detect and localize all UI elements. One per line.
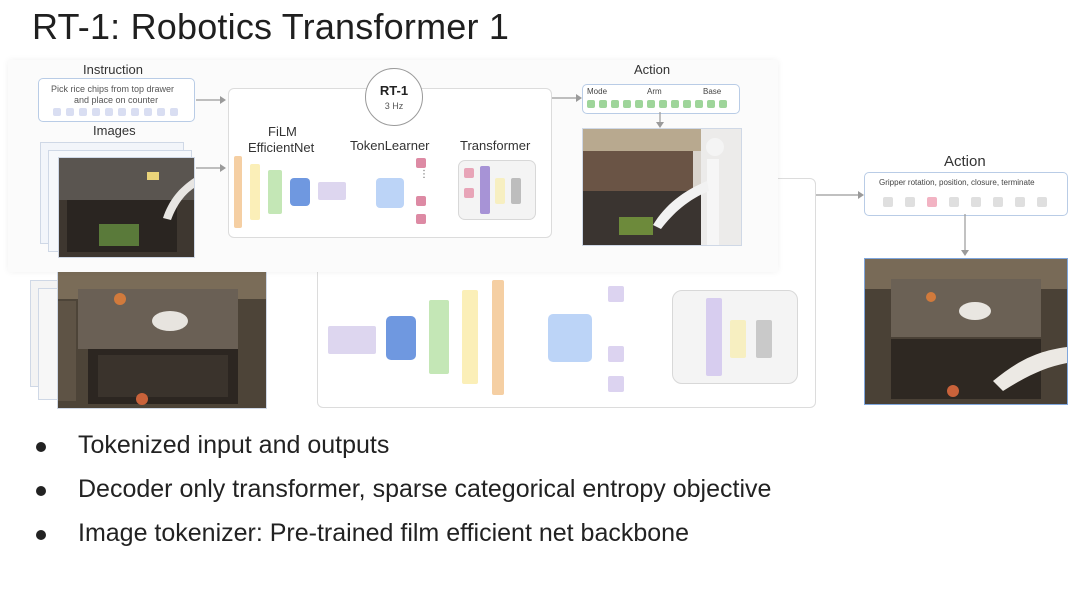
drawer-scene-image (59, 158, 194, 257)
bullet-text: Image tokenizer: Pre-trained film effici… (78, 519, 689, 547)
instruction-token-4 (92, 108, 100, 116)
slide-title: RT-1: Robotics Transformer 1 (32, 6, 510, 47)
instruction-token-6 (118, 108, 126, 116)
film-blue-block (290, 178, 310, 206)
tokenlearner-block (376, 178, 404, 208)
action-token-12 (719, 100, 727, 108)
instruction-token-9 (157, 108, 165, 116)
transformer-gray-block (511, 178, 521, 204)
kitchen-scene-image (58, 271, 266, 408)
instruction-token-2 (66, 108, 74, 116)
bullet-dot (36, 530, 46, 540)
bg-embed-block (328, 326, 376, 354)
instruction-text-line2: and place on counter (74, 95, 159, 105)
action-arm-label: Arm (647, 87, 662, 96)
film-label-line1: FiLM (268, 124, 297, 139)
action-token-6 (647, 100, 655, 108)
action-label-inset: Action (634, 62, 671, 77)
robot-scene-image-action-inset (582, 128, 742, 246)
instruction-token-1 (53, 108, 61, 116)
instruction-token-10 (170, 108, 178, 116)
rt1-badge: RT-1 3 Hz (365, 68, 423, 126)
bullet-text: Decoder only transformer, sparse categor… (78, 475, 772, 503)
instruction-label: Instruction (83, 62, 143, 77)
instruction-token-8 (144, 108, 152, 116)
rt1-rate: 3 Hz (384, 101, 404, 111)
robot-scene-image-inset (58, 157, 195, 258)
bullet-dot (36, 486, 46, 496)
bg-film-yellow-block (462, 290, 478, 384)
action-output-box-right: Gripper rotation, position, closure, ter… (864, 172, 1068, 216)
token-pink-1 (416, 158, 426, 168)
film-yellow-block (250, 164, 260, 220)
bg-transformer-purple (706, 298, 722, 376)
instruction-text-line1: Pick rice chips from top drawer (51, 84, 175, 94)
action-token-3 (611, 100, 619, 108)
bullet-dot (36, 442, 46, 452)
embedding-block (318, 182, 346, 200)
transformer-pink-1 (464, 168, 474, 178)
bg-film-blue-block (386, 316, 416, 360)
action-output-box-inset: Mode Arm Base (582, 84, 740, 114)
background-diagram: Action Gripper rotation, position, closu… (30, 153, 1068, 409)
action-label-right: Action (944, 153, 986, 170)
film-orange-block (234, 156, 242, 228)
bg-film-orange-block (492, 280, 504, 395)
robot-scene-image-left (57, 270, 267, 409)
action-token-r2 (905, 197, 915, 207)
action-base-label: Base (703, 87, 722, 96)
action-token-5 (635, 100, 643, 108)
bullet-text: Tokenized input and outputs (78, 431, 390, 459)
arrow-images-to-model (196, 164, 226, 172)
bg-token-3 (608, 376, 624, 392)
robot-arm-image (865, 259, 1067, 404)
bg-token-1 (608, 286, 624, 302)
action-token-1 (587, 100, 595, 108)
action-mode-label: Mode (587, 87, 608, 96)
action-token-10 (695, 100, 703, 108)
action-token-8 (671, 100, 679, 108)
action-token-r1 (883, 197, 893, 207)
action-token-11 (707, 100, 715, 108)
film-label-line2: EfficientNet (248, 140, 315, 155)
action-token-r6 (993, 197, 1003, 207)
instruction-token-7 (131, 108, 139, 116)
token-ellipsis: ⋮ (419, 169, 429, 180)
rt1-label: RT-1 (379, 83, 409, 98)
action-token-r3 (927, 197, 937, 207)
robot-kitchen-image (583, 129, 741, 245)
transformer-label: Transformer (460, 138, 531, 153)
bg-tokenlearner-block (548, 314, 592, 362)
bg-film-green-block (429, 300, 449, 374)
action-token-r8 (1037, 197, 1047, 207)
robot-scene-image-right (864, 258, 1068, 405)
transformer-purple-block (480, 166, 490, 214)
action-output-text-right: Gripper rotation, position, closure, ter… (879, 178, 1035, 187)
arrow-model-to-action (552, 94, 582, 102)
arrow-instruction-to-model (196, 96, 226, 104)
action-token-2 (599, 100, 607, 108)
bg-token-2 (608, 346, 624, 362)
action-token-9 (683, 100, 691, 108)
action-token-7 (659, 100, 667, 108)
bg-transformer-gray (756, 320, 772, 358)
film-green-block (268, 170, 282, 214)
images-label: Images (93, 123, 136, 138)
token-pink-3 (416, 214, 426, 224)
transformer-pink-2 (464, 188, 474, 198)
instruction-box: Pick rice chips from top drawer and plac… (38, 78, 195, 122)
arrow-down-to-image-right (961, 214, 969, 256)
action-token-r4 (949, 197, 959, 207)
tokenlearner-label: TokenLearner (350, 138, 430, 153)
instruction-token-3 (79, 108, 87, 116)
instruction-token-5 (105, 108, 113, 116)
action-token-r5 (971, 197, 981, 207)
action-token-4 (623, 100, 631, 108)
arrow-to-action-right (816, 191, 864, 199)
transformer-yellow-block (495, 178, 505, 204)
arrow-action-to-image-inset (656, 112, 664, 128)
token-pink-2 (416, 196, 426, 206)
bg-transformer-yellow (730, 320, 746, 358)
action-token-r7 (1015, 197, 1025, 207)
